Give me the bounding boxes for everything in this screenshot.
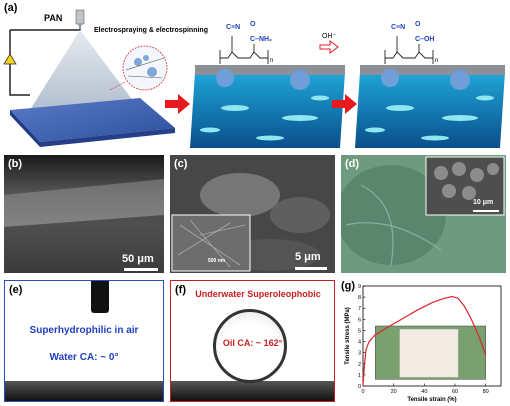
panel-b-label: (b) — [8, 158, 23, 170]
chem-left-o: O — [250, 21, 256, 28]
x-tick-label: 0 — [361, 389, 364, 395]
y-tick-label: 5 — [358, 328, 361, 334]
spinneret-needle — [75, 9, 85, 25]
chem-right-oh: C–OH — [415, 36, 435, 43]
membrane-2 — [355, 72, 505, 148]
oil-droplet — [213, 309, 287, 383]
panel-g-chart: 0 20 40 60 80 0 1 2 3 4 5 6 7 8 9 Tensile strain (%) T… — [341, 280, 508, 404]
pan-label: PAN — [44, 13, 63, 23]
stress-strain-curve — [362, 295, 487, 387]
chem-structure-right — [384, 36, 434, 64]
substrate-f — [171, 381, 334, 401]
substrate-e — [5, 381, 163, 401]
panel-a-illustration — [3, 9, 505, 148]
high-voltage-icon — [3, 53, 17, 65]
process-arrow-2 — [332, 94, 357, 114]
chem-left-cn: C≡N — [226, 24, 241, 31]
x-tick-label: 60 — [452, 389, 458, 395]
panel-e-ca: Water CA: ~ 0° — [49, 352, 119, 363]
panel-e-water-ca: (e) Superhydrophilic in air Water CA: ~ … — [4, 280, 164, 402]
panel-a: (a) PAN Electrospraying & electrospinnin… — [0, 0, 510, 150]
panel-d-label: (d) — [345, 158, 360, 170]
collector-mat — [10, 98, 175, 142]
chem-right-o: O — [415, 21, 421, 28]
chem-left-nh2: C–NH₂ — [250, 36, 273, 43]
y-tick-label: 0 — [358, 384, 361, 390]
sample-sheet — [399, 329, 459, 378]
stress-strain-chart: 0 20 40 60 80 0 1 2 3 4 5 6 7 8 9 Tensile strain (%) T… — [345, 284, 502, 403]
panel-a-label: (a) — [4, 2, 18, 14]
process-label: Electrospraying & electrospinning — [94, 27, 208, 34]
needle-e — [91, 281, 109, 313]
panel-b-scalebar — [124, 268, 158, 271]
panel-f-oil-ca: (f) Underwater Superoleophobic Oil CA: ~… — [170, 280, 335, 402]
panel-b-scale: 50 μm — [122, 253, 154, 265]
chem-right-n: n — [435, 58, 439, 64]
zoom-circle — [122, 45, 168, 91]
x-axis-label: Tensile strain (%) — [407, 397, 456, 403]
y-tick-label: 8 — [358, 295, 361, 301]
spray-cone — [30, 30, 140, 110]
chem-right-cn: C≡N — [391, 24, 406, 31]
panel-f-label: (f) — [175, 284, 186, 296]
panel-d-scale: 10 μm — [473, 199, 494, 206]
y-axis-label: Tensile stress (MPa) — [345, 307, 351, 365]
panel-c-inset-scale: 500 nm — [208, 258, 226, 264]
y-tick-label: 4 — [358, 340, 361, 346]
panel-g-label: (g) — [341, 280, 356, 292]
y-tick-label: 3 — [358, 351, 361, 357]
circuit-wire — [9, 30, 30, 96]
hydrolysis-arrow — [319, 40, 339, 54]
panel-f-ca: Oil CA: ~ 162° — [222, 338, 283, 348]
panel-c-scalebar — [295, 267, 327, 270]
panel-e-label: (e) — [9, 284, 23, 296]
membrane-1 — [190, 72, 345, 148]
panel-d-scalebar — [473, 210, 499, 212]
panel-c-sem: (c) 500 nm 5 μm — [170, 155, 335, 273]
panel-b-sem: (b) 50 μm — [4, 155, 164, 273]
y-tick-label: 2 — [358, 362, 361, 368]
reagent-label: OH⁻ — [322, 33, 337, 40]
chem-left-n: n — [270, 58, 274, 64]
process-arrow-1 — [165, 94, 190, 114]
x-tick-label: 20 — [391, 389, 397, 395]
y-tick-label: 1 — [358, 373, 361, 379]
panel-f-title: Underwater Superoleophobic — [195, 289, 321, 299]
x-tick-label: 80 — [483, 389, 489, 395]
y-tick-label: 9 — [358, 284, 361, 290]
x-tick-label: 40 — [421, 389, 427, 395]
y-tick-label: 6 — [358, 317, 361, 323]
panel-d-lotus: (d) 10 μm — [341, 155, 506, 273]
panel-c-scale: 5 μm — [295, 251, 321, 263]
chem-structure-left — [219, 36, 269, 64]
panel-c-label: (c) — [174, 158, 188, 170]
y-tick-label: 7 — [358, 306, 361, 312]
panel-e-title: Superhydrophilic in air — [29, 325, 139, 336]
